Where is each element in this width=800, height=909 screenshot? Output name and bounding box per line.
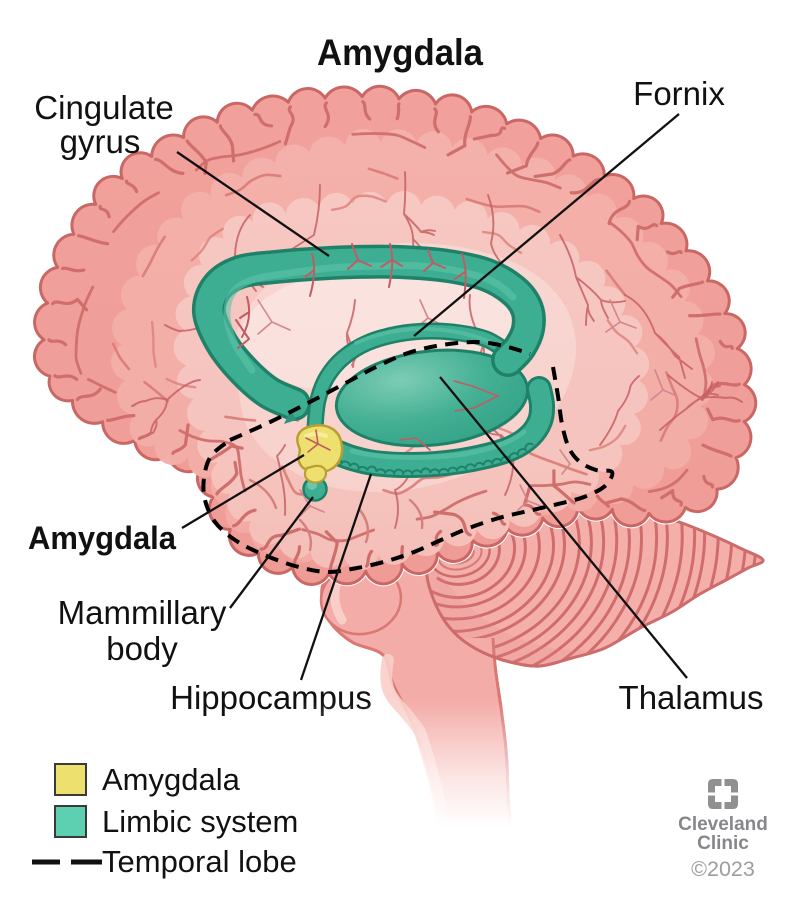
svg-text:©2023: ©2023 bbox=[691, 857, 755, 881]
svg-text:Amygdala: Amygdala bbox=[102, 762, 241, 797]
svg-text:Cingulate: Cingulate bbox=[34, 89, 173, 126]
svg-text:body: body bbox=[106, 630, 178, 667]
svg-text:Temporal lobe: Temporal lobe bbox=[102, 844, 297, 879]
svg-text:gyrus: gyrus bbox=[60, 123, 141, 160]
svg-text:Amygdala: Amygdala bbox=[28, 520, 176, 556]
svg-text:Amygdala: Amygdala bbox=[317, 32, 483, 73]
svg-text:Clinic: Clinic bbox=[697, 833, 749, 854]
svg-text:Cleveland: Cleveland bbox=[678, 814, 768, 835]
svg-text:Fornix: Fornix bbox=[633, 75, 725, 112]
svg-text:Limbic system: Limbic system bbox=[102, 804, 298, 839]
svg-text:Mammillary: Mammillary bbox=[58, 594, 227, 631]
svg-text:Thalamus: Thalamus bbox=[619, 679, 764, 716]
